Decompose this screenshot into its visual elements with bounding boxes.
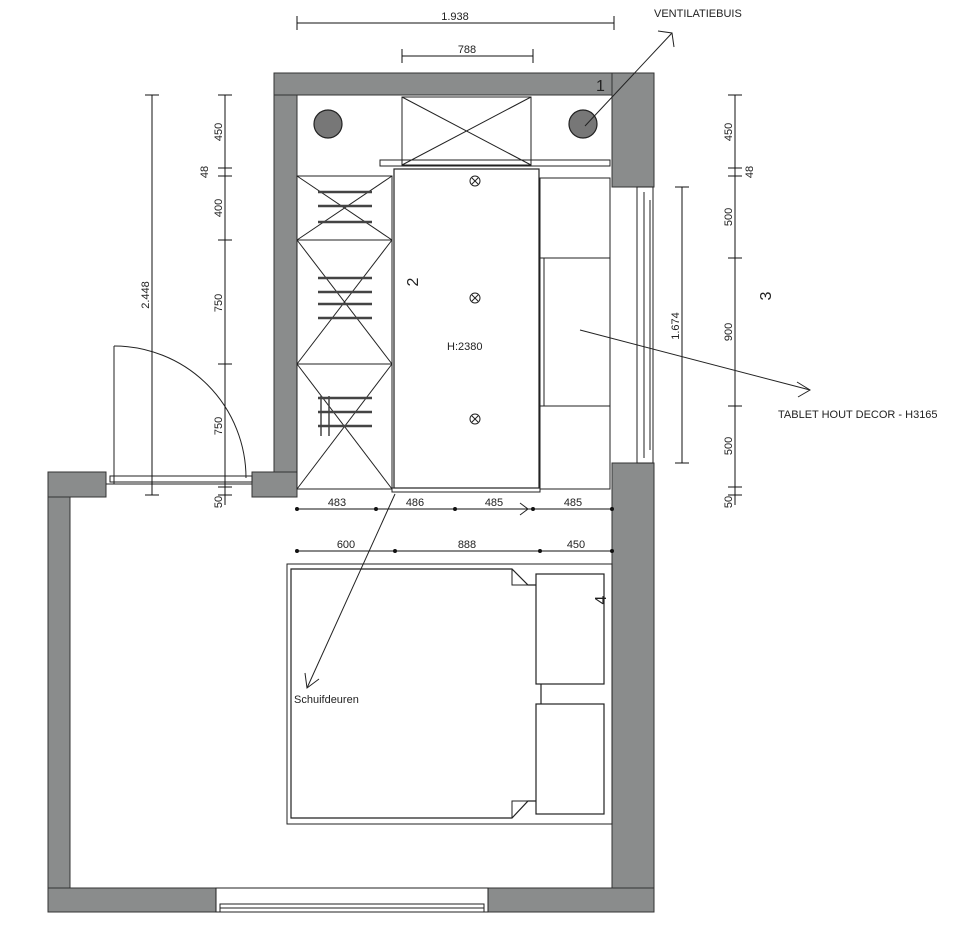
window-right (636, 186, 654, 464)
dimension-top-inner: 788 (401, 44, 534, 63)
dimension-label: 486 (406, 497, 424, 509)
dimension-label: 485 (564, 497, 582, 509)
nightstand-upper (535, 573, 605, 685)
label-ventilation: VENTILATIEBUIS (654, 8, 742, 20)
dimension-window-height: 1.674 (670, 186, 689, 464)
dimension-bed-widths: 600 888 450 (295, 539, 614, 553)
wall-room-left (47, 471, 71, 913)
nightstand-lower (535, 703, 605, 815)
dimension-label: 48 (199, 166, 211, 178)
top-cabinet (379, 96, 611, 167)
dimension-label: 600 (337, 539, 355, 551)
dimension-top-total: 1.938 (296, 11, 615, 30)
marker-2: 2 (405, 277, 422, 286)
ventilation-pipe-left (313, 109, 343, 139)
shelving-right (539, 177, 611, 490)
dimension-label: 2.448 (140, 281, 152, 309)
dimension-label: 450 (567, 539, 585, 551)
dimension-label: 750 (213, 294, 225, 312)
label-height: H:2380 (447, 341, 482, 353)
dimension-closet-widths: 483 486 485 485 (295, 497, 614, 516)
wall-closet-left (273, 72, 298, 498)
sliding-doors-panel (391, 168, 541, 493)
wall-right-upper (611, 72, 655, 188)
door (106, 345, 253, 485)
ventilation-pipe-right (568, 109, 598, 139)
dimension-label: 888 (458, 539, 476, 551)
wall-right-lower (611, 462, 655, 912)
dimension-label: 485 (485, 497, 503, 509)
dimension-label: 50 (213, 496, 225, 508)
dimension-label: 1.674 (670, 312, 682, 340)
dimension-right-chain: 450 48 500 900 500 50 (723, 94, 756, 508)
leader-ventilation (584, 30, 675, 127)
wall-stub (251, 471, 298, 498)
dimension-left-total: 2.448 (140, 94, 159, 496)
marker-3: 3 (758, 291, 775, 300)
walls (47, 72, 655, 913)
closet-left (296, 175, 393, 490)
wall-room-top-left (47, 471, 107, 498)
window-bottom (215, 887, 489, 913)
dimension-label: 450 (213, 123, 225, 141)
label-shelf: TABLET HOUT DECOR - H3165 (778, 409, 938, 421)
dimension-label: 50 (723, 496, 735, 508)
dimension-label: 48 (744, 166, 756, 178)
dimension-left-chain: 450 48 400 750 750 50 (199, 94, 232, 508)
label-sliding-doors: Schuifdeuren (294, 694, 359, 706)
dimension-label: 483 (328, 497, 346, 509)
marker-1: 1 (596, 78, 605, 95)
dimension-label: 1.938 (441, 11, 469, 23)
wall-bottom-left (47, 887, 217, 913)
leader-shelf (579, 329, 811, 398)
dimension-label: 788 (458, 44, 476, 56)
marker-4: 4 (593, 595, 610, 604)
leader-sliding-doors (304, 493, 396, 689)
dimension-label: 450 (723, 123, 735, 141)
wall-bottom-right (487, 887, 655, 913)
dimension-label: 500 (723, 208, 735, 226)
bed (286, 563, 613, 825)
dimension-label: 750 (213, 417, 225, 435)
ceiling-lights (469, 175, 481, 425)
dimension-label: 900 (723, 323, 735, 341)
dimension-label: 400 (213, 199, 225, 217)
dimension-label: 500 (723, 437, 735, 455)
